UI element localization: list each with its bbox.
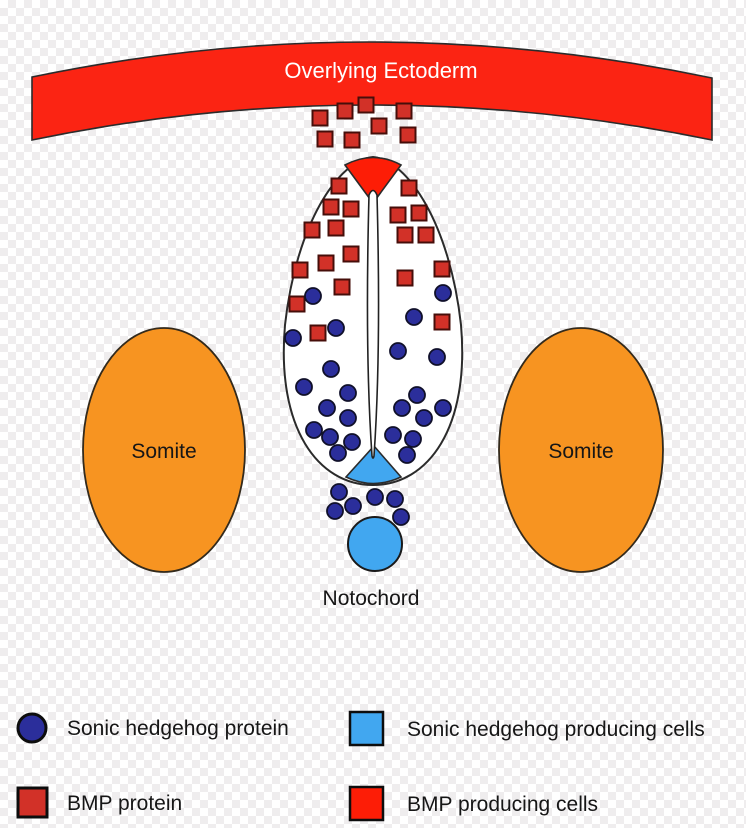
bmp-protein-square [410, 204, 428, 222]
bmp-protein-square [342, 200, 360, 218]
shh-protein-circle [428, 348, 446, 366]
bmp-protein-square [327, 219, 345, 237]
shh-protein-circle [330, 483, 348, 501]
shh-protein-circle [415, 409, 433, 427]
bmp-protein-square [399, 126, 417, 144]
somite-left [82, 327, 246, 573]
shh-protein-circle [384, 426, 402, 444]
legend-bmp-protein-swatch [16, 786, 49, 819]
shh-protein-circle [318, 399, 336, 417]
bmp-protein-square [395, 102, 413, 120]
shh-protein-circle [434, 284, 452, 302]
shh-protein-circle [392, 508, 410, 526]
shh-protein-circle [366, 488, 384, 506]
shh-protein-circle [327, 319, 345, 337]
bmp-protein-square [396, 226, 414, 244]
bmp-protein-square [316, 130, 334, 148]
shh-protein-circle [295, 378, 313, 396]
shh-protein-circle [284, 329, 302, 347]
shh-protein-circle [343, 433, 361, 451]
bmp-protein-square [333, 278, 351, 296]
bmp-protein-square [322, 198, 340, 216]
shh-protein-circle [326, 502, 344, 520]
shh-protein-circle [304, 287, 322, 305]
bmp-protein-square [317, 254, 335, 272]
legend-bmp-producing-swatch [348, 785, 385, 822]
legend-bmp-protein-label: BMP protein [67, 792, 182, 815]
somite-right [498, 327, 664, 573]
shh-protein-circle [321, 428, 339, 446]
shh-protein-circle [405, 308, 423, 326]
bmp-protein-squares [288, 96, 451, 342]
notochord-label: Notochord [323, 587, 420, 610]
bmp-protein-square [396, 269, 414, 287]
overlying-ectoderm-label: Overlying Ectoderm [284, 58, 477, 83]
bmp-protein-square [433, 260, 451, 278]
bmp-protein-square [389, 206, 407, 224]
shh-protein-circle [393, 399, 411, 417]
bmp-protein-square [336, 102, 354, 120]
shh-protein-circle [389, 342, 407, 360]
shh-protein-circle [339, 384, 357, 402]
bmp-protein-square [343, 131, 361, 149]
shh-protein-circle [386, 490, 404, 508]
legend-shh-producing-label: Sonic hedgehog producing cells [407, 718, 705, 741]
legend: Sonic hedgehog protein Sonic hedgehog pr… [16, 710, 705, 822]
shh-protein-circle [404, 430, 422, 448]
bmp-protein-square [400, 179, 418, 197]
shh-protein-circle [329, 444, 347, 462]
notochord-circle [347, 516, 403, 572]
shh-protein-circle [398, 446, 416, 464]
shh-protein-circle [322, 360, 340, 378]
bmp-protein-square [311, 109, 329, 127]
bmp-protein-square [342, 245, 360, 263]
legend-shh-producing-swatch [348, 710, 385, 747]
legend-shh-protein-label: Sonic hedgehog protein [67, 717, 289, 740]
floor-plate-shh-producing-cells [344, 444, 403, 485]
legend-shh-protein-swatch [16, 712, 48, 744]
bmp-protein-square [288, 295, 306, 313]
bmp-protein-square [303, 221, 321, 239]
shh-protein-circle [344, 497, 362, 515]
bmp-protein-square [417, 226, 435, 244]
shh-protein-circles [284, 284, 452, 526]
shh-protein-circle [408, 386, 426, 404]
somite-left-label: Somite [131, 440, 196, 463]
overlying-ectoderm-band [31, 41, 713, 141]
bmp-protein-square [357, 96, 375, 114]
bmp-protein-square [433, 313, 451, 331]
legend-bmp-producing-label: BMP producing cells [407, 793, 598, 816]
shh-protein-circle [305, 421, 323, 439]
neural-canal-slit [366, 189, 380, 459]
bmp-protein-square [370, 117, 388, 135]
somite-right-label: Somite [548, 440, 613, 463]
shh-protein-circle [339, 409, 357, 427]
bmp-protein-square [309, 324, 327, 342]
bmp-protein-square [330, 177, 348, 195]
shh-protein-circle [434, 399, 452, 417]
bmp-protein-square [291, 261, 309, 279]
